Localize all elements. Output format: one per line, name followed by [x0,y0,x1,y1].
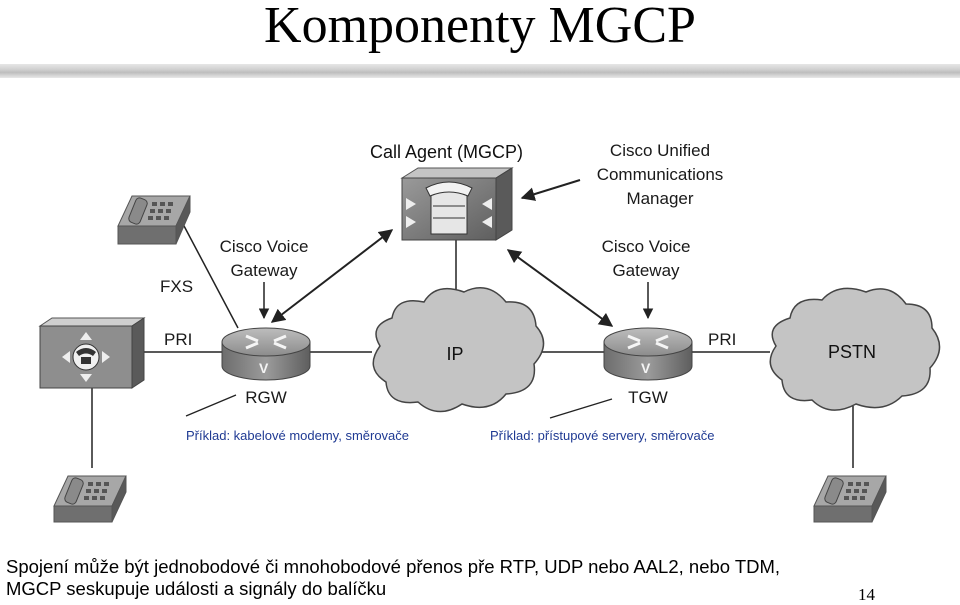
leader-rgw [185,394,237,417]
title-divider [0,64,960,78]
arrow-cucm [520,179,581,201]
router-icon: V [603,327,693,381]
phone-icon [117,195,191,245]
call-agent-label: Call Agent (MGCP) [370,142,523,162]
rgw-label: RGW [245,388,287,407]
cucm-label-line: Cisco Unified [610,141,710,160]
footer-line-1: Spojení může být jednobodové či mnohobod… [6,556,781,577]
left-gateway-label-line: Gateway [230,261,298,280]
ip-cloud-label: IP [446,344,463,364]
router-symbol: V [259,360,269,376]
page-number: 14 [858,585,875,604]
cloud-icon [769,287,941,411]
arrow-agent-tgw [506,249,614,327]
tgw-example-caption: Příklad: přístupové servery, směrovače [490,428,714,443]
footer-line-2: MGCP seskupuje události a signály do bal… [6,578,387,599]
cucm-label-line: Communications [597,165,724,184]
pri-right-label: PRI [708,330,736,349]
call-agent-icon [400,167,514,241]
cucm-label-line: Manager [626,189,693,208]
router-symbol: V [641,360,651,376]
footer-text: Spojení může být jednobodové či mnohobod… [6,556,946,600]
slide-title: Komponenty MGCP [264,0,696,54]
pstn-cloud-label: PSTN [828,342,876,362]
leader-tgw [549,398,613,419]
arrow-agent-rgw [270,229,394,323]
left-gateway-label-line: Cisco Voice [220,237,309,256]
fxs-label: FXS [160,277,193,296]
tgw-label: TGW [628,388,668,407]
link-fxs [182,223,239,329]
pri-left-label: PRI [164,330,192,349]
cloud-icon [372,287,545,413]
phone-icon [813,475,887,523]
pbx-icon [38,317,146,389]
right-gateway-label-line: Gateway [612,261,680,280]
rgw-example-caption: Příklad: kabelové modemy, směrovače [186,428,409,443]
right-gateway-label-line: Cisco Voice [602,237,691,256]
router-icon: V [221,327,311,381]
phone-icon [53,475,127,523]
